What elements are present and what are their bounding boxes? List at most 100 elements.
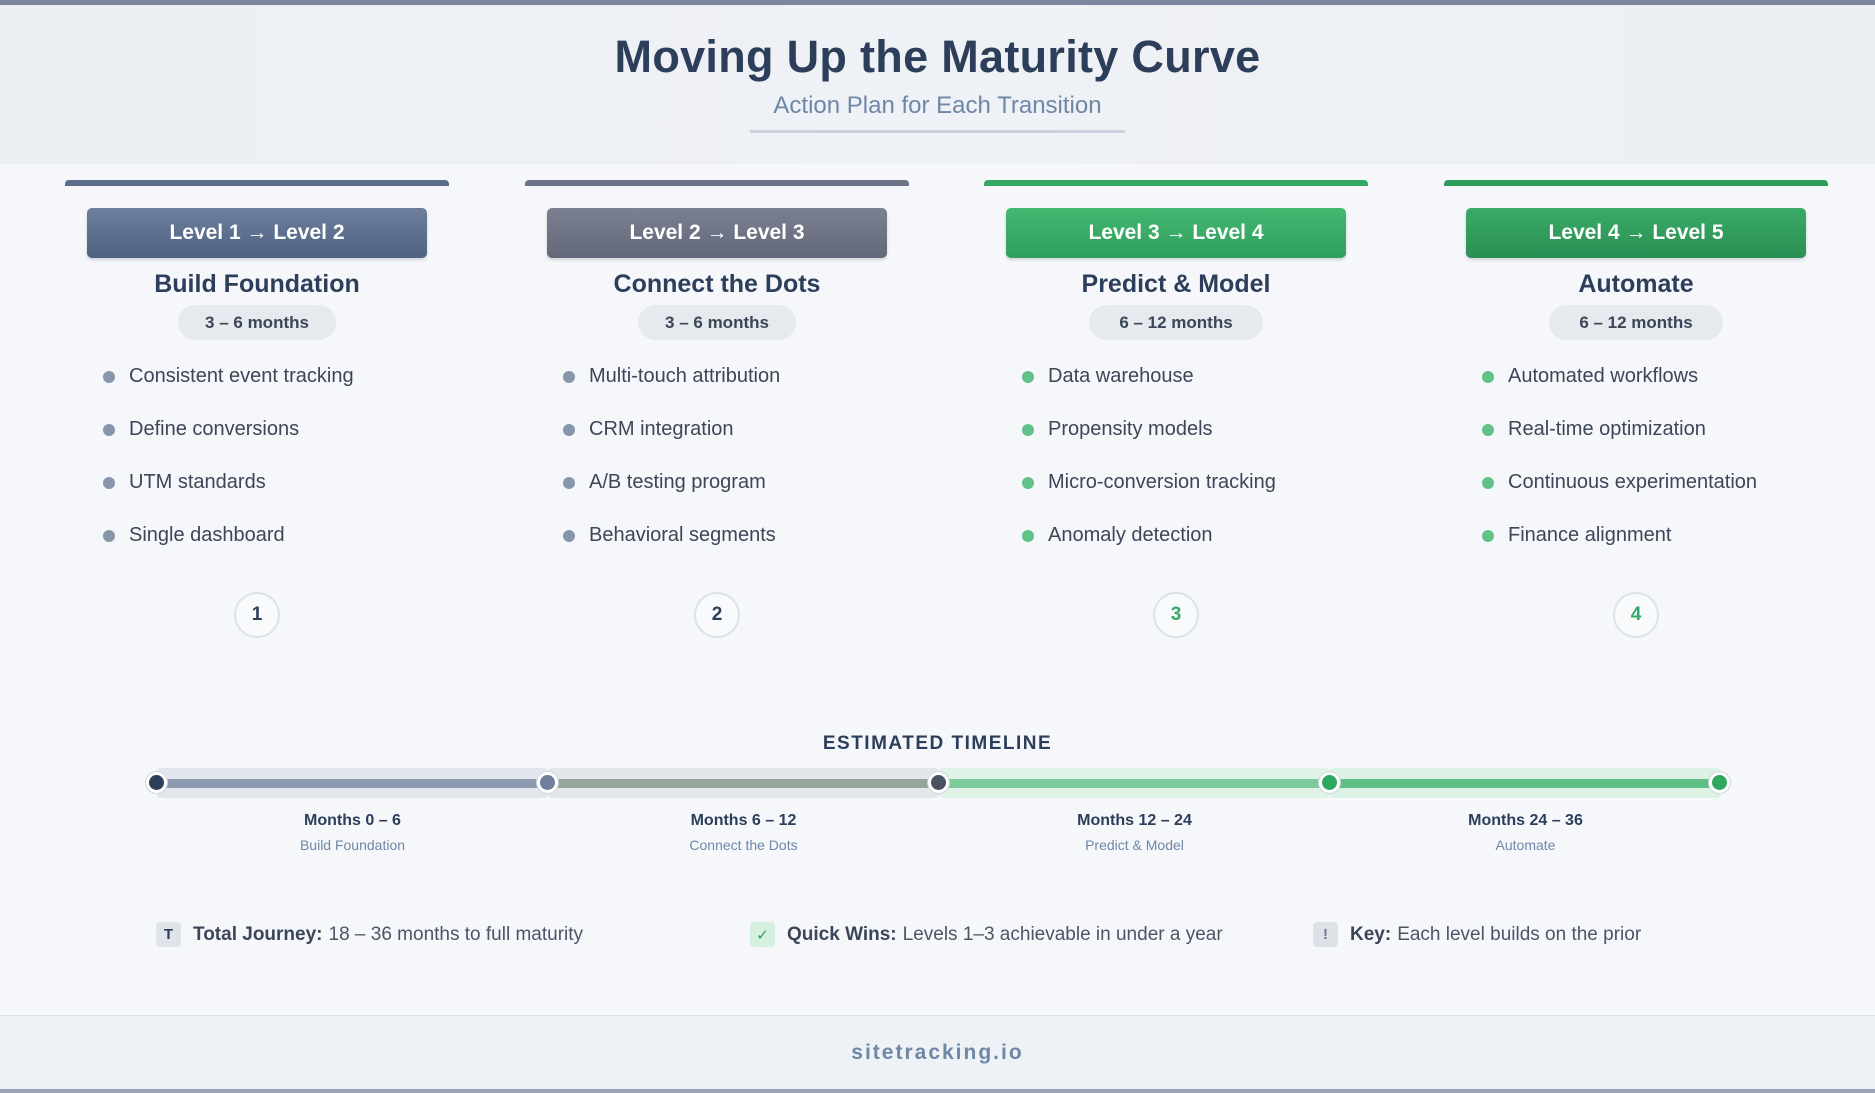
bullet-icon: [1482, 424, 1494, 436]
note-text: Each level builds on the prior: [1397, 923, 1642, 945]
bullet-icon: [1022, 477, 1034, 489]
action-list: Multi-touch attribution CRM integration …: [563, 365, 780, 577]
timeline-bar-1: [157, 779, 548, 788]
timeline-months: Months 12 – 24: [1077, 812, 1192, 829]
action-list: Data warehouse Propensity models Micro-c…: [1022, 365, 1276, 577]
timeline-stage: Predict & Model: [1085, 837, 1184, 853]
note-text: 18 – 36 months to full maturity: [328, 923, 584, 945]
check-icon: ✓: [750, 922, 775, 947]
bullet-icon: [103, 371, 115, 383]
timeline-node: [1319, 772, 1340, 793]
list-item: Data warehouse: [1022, 365, 1276, 418]
level-badge: Level 2 → Level 3: [547, 208, 887, 258]
page-subtitle: Action Plan for Each Transition: [773, 92, 1102, 119]
list-item: Define conversions: [103, 418, 354, 471]
list-item: Consistent event tracking: [103, 365, 354, 418]
level-badge: Level 3 → Level 4: [1006, 208, 1346, 258]
stage-column-1: Level 1 → Level 2 Build Foundation 3 – 6…: [65, 180, 449, 650]
list-item: Real-time optimization: [1482, 418, 1757, 471]
note-total-journey: T Total Journey: 18 – 36 months to full …: [156, 922, 583, 947]
step-number: 4: [1613, 592, 1659, 638]
bullet-icon: [1022, 530, 1034, 542]
stage-column-4: Level 4 → Level 5 Automate 6 – 12 months…: [1444, 180, 1828, 650]
list-item: Anomaly detection: [1022, 524, 1276, 577]
bullet-icon: [563, 424, 575, 436]
stage-accent-bar: [525, 180, 909, 186]
list-item: Propensity models: [1022, 418, 1276, 471]
list-item: Continuous experimentation: [1482, 471, 1757, 524]
timeline-bar-4: [1330, 779, 1721, 788]
timeline-stage: Automate: [1495, 837, 1556, 853]
level-badge: Level 4 → Level 5: [1466, 208, 1806, 258]
bullet-icon: [103, 477, 115, 489]
stage-accent-bar: [65, 180, 449, 186]
duration-pill: 6 – 12 months: [1549, 305, 1723, 340]
timeline-node: [928, 772, 949, 793]
stage-accent-bar: [1444, 180, 1828, 186]
note-key: ! Key: Each level builds on the prior: [1313, 922, 1641, 947]
step-number: 1: [234, 592, 280, 638]
note-quick-wins: ✓ Quick Wins: Levels 1–3 achievable in u…: [750, 922, 1223, 947]
action-list: Automated workflows Real-time optimizati…: [1482, 365, 1757, 577]
timeline-bar-3: [939, 779, 1330, 788]
list-item: Micro-conversion tracking: [1022, 471, 1276, 524]
note-label: Total Journey:: [193, 923, 323, 945]
list-item: Automated workflows: [1482, 365, 1757, 418]
page-title: Moving Up the Maturity Curve: [614, 31, 1261, 82]
stage-title: Automate: [1578, 270, 1694, 298]
bullet-icon: [1482, 371, 1494, 383]
note-label: Key:: [1350, 923, 1392, 945]
bullet-icon: [563, 477, 575, 489]
stage-title: Predict & Model: [1081, 270, 1271, 298]
timeline-node: [537, 772, 558, 793]
timeline-stage: Connect the Dots: [689, 837, 798, 853]
timeline-title: ESTIMATED TIMELINE: [822, 733, 1053, 754]
step-number: 2: [694, 592, 740, 638]
timeline-node: [146, 772, 167, 793]
duration-pill: 6 – 12 months: [1089, 305, 1263, 340]
page-footer: sitetracking.io: [0, 1015, 1875, 1089]
bullet-icon: [1482, 530, 1494, 542]
bullet-icon: [103, 530, 115, 542]
stage-title: Build Foundation: [154, 270, 360, 298]
stage-accent-bar: [984, 180, 1368, 186]
alert-icon: !: [1313, 922, 1338, 947]
timeline-months: Months 6 – 12: [690, 812, 797, 829]
note-label: Quick Wins:: [787, 923, 897, 945]
subtitle-divider: [750, 130, 1125, 133]
brand-name: sitetracking.io: [851, 1040, 1024, 1064]
bullet-icon: [103, 424, 115, 436]
list-item: Multi-touch attribution: [563, 365, 780, 418]
top-rule: [0, 0, 1875, 5]
bullet-icon: [563, 371, 575, 383]
timeline-months: Months 24 – 36: [1468, 812, 1583, 829]
list-item: Single dashboard: [103, 524, 354, 577]
timeline-node: [1709, 772, 1730, 793]
bullet-icon: [1022, 371, 1034, 383]
list-item: Finance alignment: [1482, 524, 1757, 577]
timeline-label-1: Months 0 – 6 Build Foundation: [157, 812, 548, 853]
stage-column-2: Level 2 → Level 3 Connect the Dots 3 – 6…: [525, 180, 909, 650]
action-list: Consistent event tracking Define convers…: [103, 365, 354, 577]
note-text: Levels 1–3 achievable in under a year: [902, 923, 1223, 945]
duration-pill: 3 – 6 months: [638, 305, 796, 340]
step-number: 3: [1153, 592, 1199, 638]
list-item: Behavioral segments: [563, 524, 780, 577]
level-badge: Level 1 → Level 2: [87, 208, 427, 258]
timeline-bar-2: [548, 779, 939, 788]
bullet-icon: [563, 530, 575, 542]
bullet-icon: [1482, 477, 1494, 489]
timeline-label-2: Months 6 – 12 Connect the Dots: [548, 812, 939, 853]
timeline-stage: Build Foundation: [299, 837, 406, 853]
duration-pill: 3 – 6 months: [178, 305, 336, 340]
stage-title: Connect the Dots: [613, 270, 821, 298]
stage-column-3: Level 3 → Level 4 Predict & Model 6 – 12…: [984, 180, 1368, 650]
bullet-icon: [1022, 424, 1034, 436]
list-item: A/B testing program: [563, 471, 780, 524]
timeline-label-4: Months 24 – 36 Automate: [1330, 812, 1721, 853]
bottom-rule: [0, 1089, 1875, 1093]
page-header: Moving Up the Maturity Curve Action Plan…: [0, 5, 1875, 164]
total-journey-icon: T: [156, 922, 181, 947]
timeline-label-3: Months 12 – 24 Predict & Model: [939, 812, 1330, 853]
list-item: UTM standards: [103, 471, 354, 524]
